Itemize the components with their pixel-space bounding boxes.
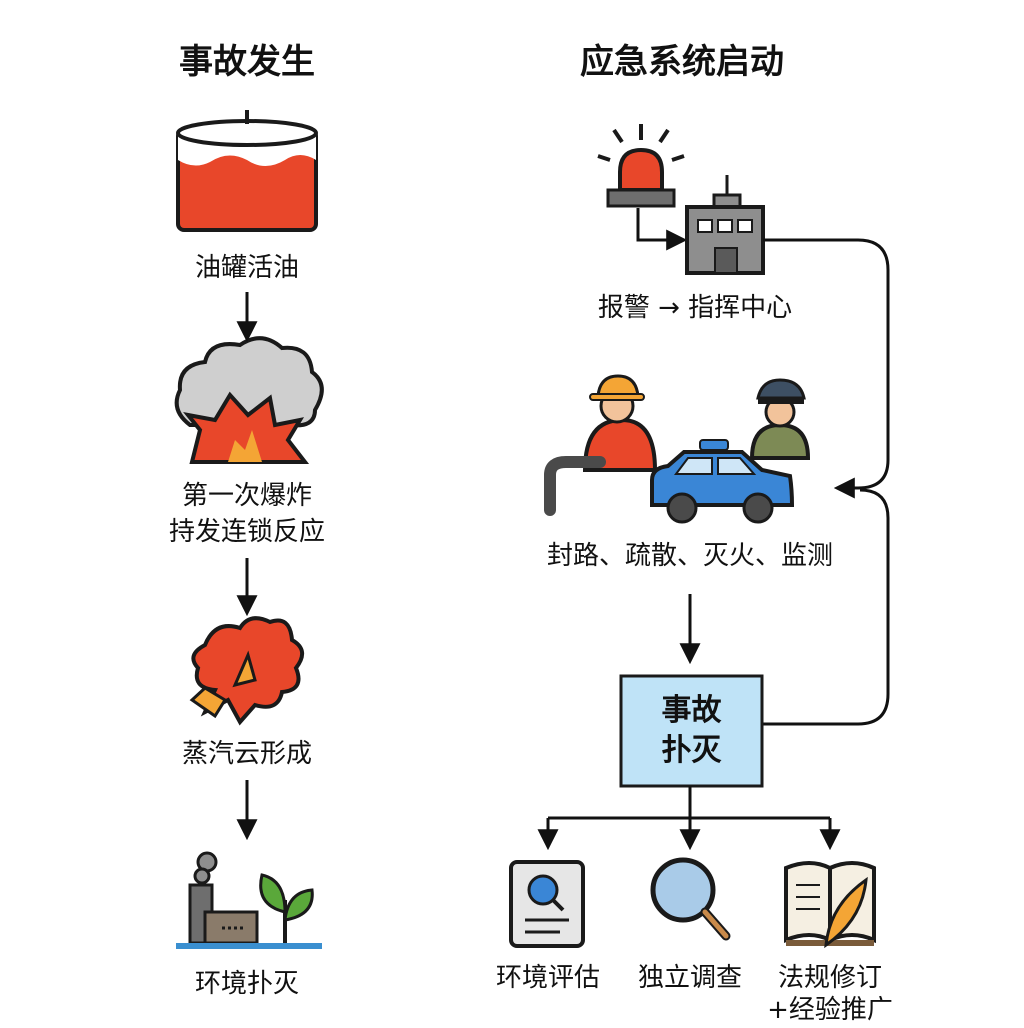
command-center-icon <box>685 175 765 275</box>
step-label-oil-tank: 油罐活油 <box>194 253 299 283</box>
box-line-2: 扑灭 <box>661 733 722 768</box>
step-label-environment: 环境扑灭 <box>194 969 299 999</box>
outcome-label-regulation: 法规修订 <box>777 963 882 993</box>
loop-box-to-response <box>763 488 890 726</box>
alarm-center-label: 报警 → 指挥中心 <box>597 293 793 323</box>
arrow-alarm-to-center <box>636 208 688 251</box>
oil-tank-icon <box>176 110 318 232</box>
book-quill-icon <box>784 861 876 949</box>
environment-icon <box>176 851 322 949</box>
magnifier-icon <box>650 857 731 941</box>
alarm-siren-icon <box>597 124 685 208</box>
step-label-explosion-2: 持发连锁反应 <box>168 517 325 547</box>
response-actions-label: 封路、疏散、灭火、监测 <box>546 541 833 571</box>
outcome-label-investigation: 独立调查 <box>637 963 742 993</box>
incident-extinguished-box <box>619 674 764 788</box>
loop-center-to-response <box>763 238 890 499</box>
box-line-1: 事故 <box>661 693 722 728</box>
explosion-icon <box>174 336 324 464</box>
responders-icon <box>544 374 811 524</box>
left-column-title: 事故发生 <box>179 42 315 82</box>
outcome-label-regulation-2: +经验推广 <box>767 995 893 1025</box>
step-label-vapor-cloud: 蒸汽云形成 <box>181 739 312 769</box>
vapor-cloud-icon <box>189 616 304 726</box>
right-column-title: 应急系统启动 <box>580 42 784 82</box>
report-icon <box>509 860 585 948</box>
box-text: 事故 扑灭 <box>621 676 762 786</box>
branch-connector <box>537 786 841 851</box>
outcome-label-assessment: 环境评估 <box>495 963 600 993</box>
step-label-explosion: 第一次爆炸 <box>181 481 312 511</box>
